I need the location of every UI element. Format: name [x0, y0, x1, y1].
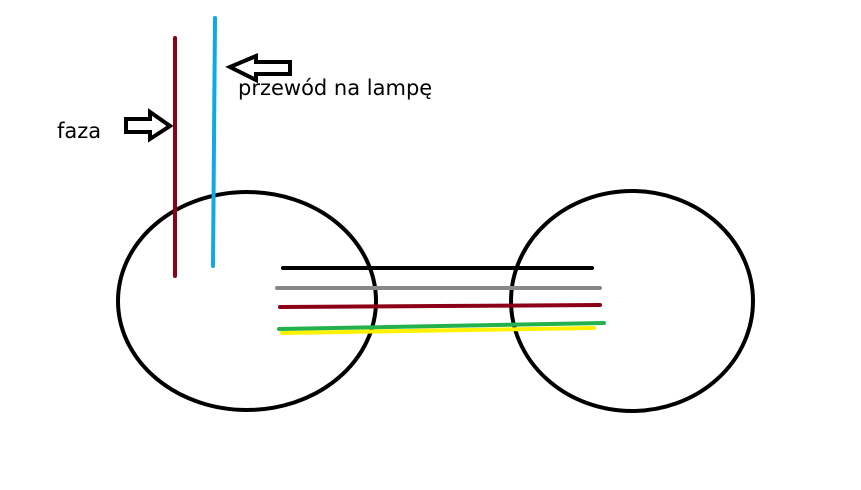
- left-junction-box: [116, 190, 378, 412]
- arrow-right-icon: [124, 108, 174, 143]
- arrow-left-icon: [225, 52, 292, 84]
- lamp-wire-label: przewód na lampę: [238, 76, 432, 100]
- cable-wire-yellow: [280, 326, 596, 335]
- faza-label: faza: [57, 119, 101, 143]
- right-junction-box: [509, 189, 755, 413]
- cable-bundle: [275, 266, 606, 335]
- lamp-wire: [211, 16, 217, 268]
- cable-wire-green: [277, 321, 606, 331]
- cable-wire-brown: [278, 303, 602, 309]
